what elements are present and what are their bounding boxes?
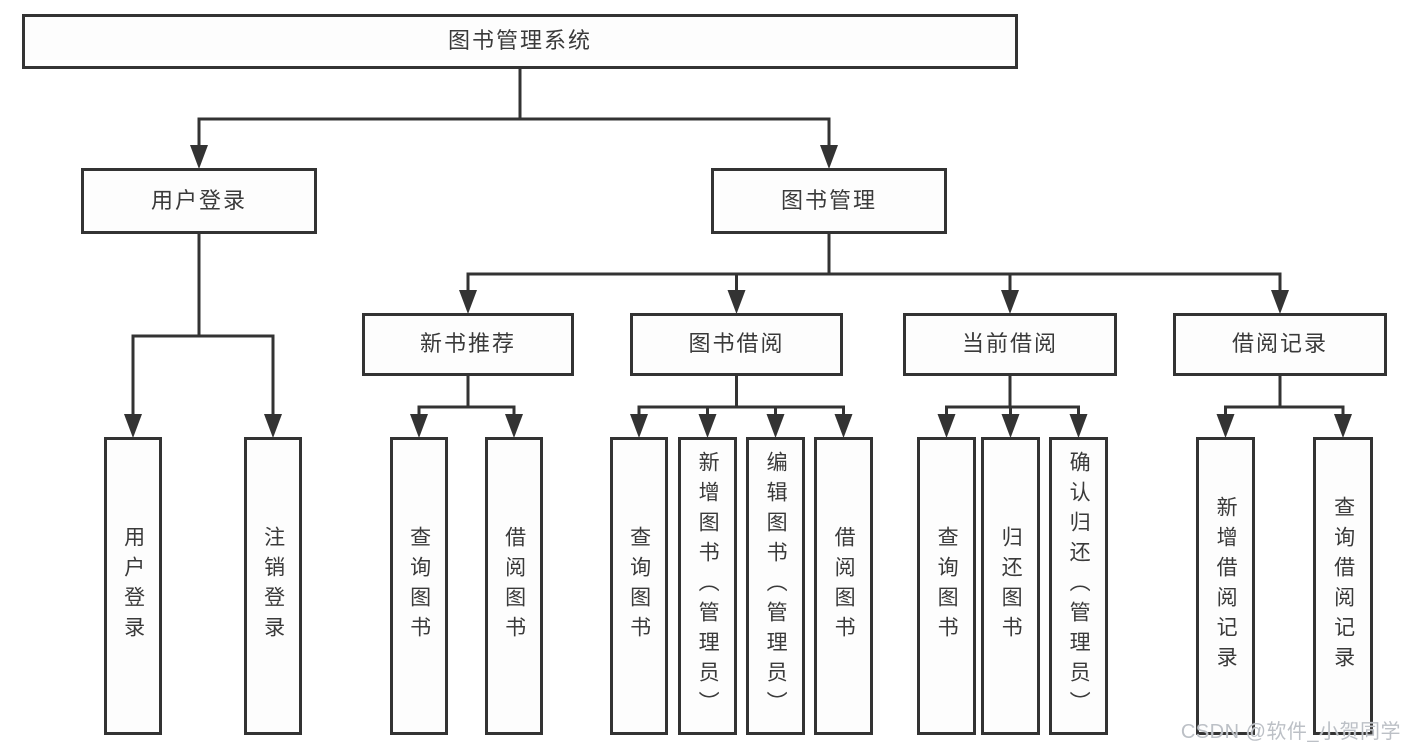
diagram-box-new-book-recommend: 新书推荐 (362, 313, 574, 376)
diagram-box-label: 借阅图书 (502, 526, 526, 646)
arrowhead-icon (1001, 414, 1020, 438)
diagram-box-user-login: 用户登录 (81, 168, 317, 234)
diagram-box-label: 新书推荐 (419, 331, 516, 357)
diagram-box-label: 新增图书（管理员） (696, 451, 720, 721)
diagram-box-book-borrow: 图书借阅 (630, 313, 843, 376)
diagram-box-label: 新增借阅记录 (1214, 496, 1238, 676)
arrowhead-icon (124, 414, 142, 438)
diagram-box-book-management: 图书管理 (711, 168, 947, 234)
arrowhead-icon (630, 414, 648, 438)
arrowhead-icon (766, 414, 785, 438)
arrowhead-icon (1216, 414, 1235, 438)
diagram-box-label: 编辑图书（管理员） (764, 451, 788, 721)
arrowhead-icon (698, 414, 717, 438)
diagram-box-leaf-user-login: 用户登录 (104, 437, 162, 735)
diagram-box-leaf-confirm-return-admin: 确认归还（管理员） (1049, 437, 1108, 735)
arrowhead-icon (1334, 414, 1352, 438)
arrowhead-icon (190, 145, 208, 169)
diagram-box-label: 当前借阅 (961, 331, 1058, 357)
arrowhead-icon (937, 414, 956, 438)
diagram-box-label: 借阅记录 (1231, 331, 1328, 357)
arrowhead-icon (727, 290, 746, 314)
diagram-box-label: 图书借阅 (688, 331, 785, 357)
diagram-box-label: 查询图书 (935, 526, 959, 646)
diagram-box-label: 图书管理 (780, 187, 877, 213)
diagram-box-leaf-edit-book-admin: 编辑图书（管理员） (746, 437, 805, 735)
arrowhead-icon (1271, 290, 1289, 314)
diagram-box-label: 借阅图书 (832, 526, 856, 646)
diagram-box-leaf-logout: 注销登录 (244, 437, 302, 735)
diagram-box-label: 用户登录 (150, 187, 247, 213)
diagram-box-root: 图书管理系统 (22, 14, 1018, 69)
diagram-box-leaf-add-book-admin: 新增图书（管理员） (678, 437, 737, 735)
diagram-box-leaf-borrow-book: 借阅图书 (814, 437, 873, 735)
diagram-box-borrow-records: 借阅记录 (1173, 313, 1387, 376)
arrowhead-icon (1001, 290, 1019, 314)
watermark: CSDN @软件_小贺同学 (1180, 721, 1401, 743)
diagram-box-label: 注销登录 (261, 526, 285, 646)
arrowhead-icon (505, 414, 523, 438)
diagram-box-leaf-query-book-borrow: 查询图书 (610, 437, 668, 735)
diagram-box-leaf-borrow-book-rec: 借阅图书 (485, 437, 543, 735)
arrowhead-icon (820, 145, 838, 169)
arrowhead-icon (459, 290, 477, 314)
diagram-box-leaf-query-book-current: 查询图书 (917, 437, 976, 735)
diagram-box-label: 确认归还（管理员） (1067, 451, 1091, 721)
diagram-box-label: 用户登录 (121, 526, 145, 646)
diagram-box-label: 查询图书 (627, 526, 651, 646)
diagram-box-label: 归还图书 (999, 526, 1023, 646)
arrowhead-icon (1069, 414, 1088, 438)
diagram-box-label: 图书管理系统 (447, 28, 592, 54)
arrowhead-icon (410, 414, 428, 438)
diagram-box-label: 查询图书 (407, 526, 431, 646)
diagram-box-leaf-add-borrow-record: 新增借阅记录 (1196, 437, 1255, 735)
diagram-box-leaf-query-book-rec: 查询图书 (390, 437, 448, 735)
arrowhead-icon (264, 414, 282, 438)
diagram-box-label: 查询借阅记录 (1331, 496, 1355, 676)
diagram-box-leaf-return-book: 归还图书 (981, 437, 1040, 735)
arrowhead-icon (834, 414, 853, 438)
diagram-box-leaf-query-borrow-record: 查询借阅记录 (1313, 437, 1373, 735)
diagram-box-current-borrow: 当前借阅 (903, 313, 1117, 376)
